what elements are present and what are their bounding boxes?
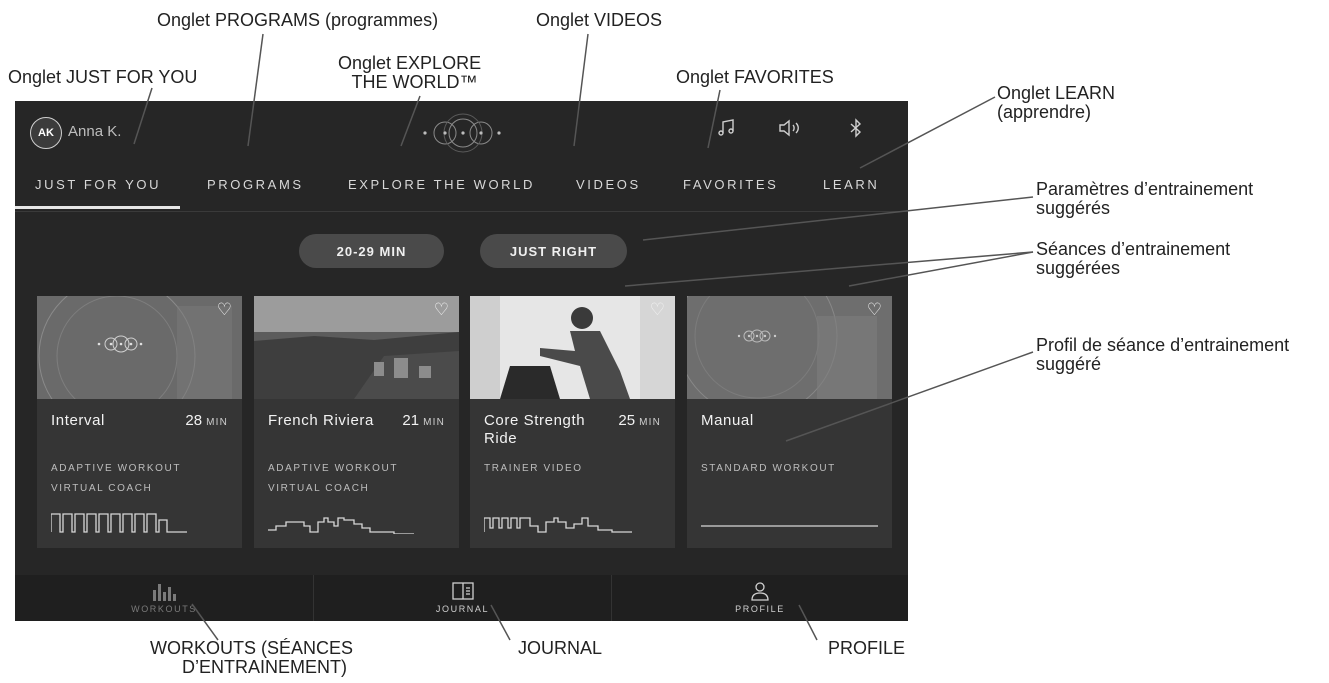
card-image — [470, 296, 675, 399]
workouts-bars-icon — [153, 584, 176, 601]
profile-person-icon — [751, 582, 769, 601]
favorite-heart-icon[interactable]: ♡ — [866, 300, 882, 319]
card-duration: 21 MIN — [402, 412, 445, 429]
top-bar: AK Anna K. — [15, 101, 908, 171]
card-duration-unit: MIN — [639, 417, 661, 428]
tab-bar: JUST FOR YOU PROGRAMS EXPLORE THE WORLD … — [15, 171, 908, 212]
card-duration-unit: MIN — [206, 417, 228, 428]
nav-journal[interactable]: JOURNAL — [314, 575, 611, 621]
tab-learn[interactable]: LEARN — [823, 177, 880, 192]
callout-workouts: WORKOUTS (SÉANCES D’ENTRAINEMENT) — [150, 639, 353, 677]
card-meta-line1: TRAINER VIDEO — [484, 463, 583, 474]
brand-logo-icon — [423, 113, 501, 153]
card-title: Manual — [701, 412, 754, 429]
nav-profile[interactable]: PROFILE — [612, 575, 908, 621]
nav-separator — [611, 575, 612, 621]
callout-explore: Onglet EXPLORE THE WORLD™ — [338, 54, 481, 92]
duration-filter-button[interactable]: 20-29 MIN — [299, 234, 444, 268]
tab-favorites[interactable]: FAVORITES — [683, 177, 779, 192]
callout-learn: Onglet LEARN (apprendre) — [997, 84, 1115, 122]
bluetooth-icon[interactable] — [848, 118, 864, 144]
callout-sessions: Séances d’entrainement suggérées — [1036, 240, 1230, 278]
workout-card-french-riviera[interactable]: ♡ French Riviera 21 MIN ADAPTIVE WORKOUT… — [254, 296, 459, 548]
tab-just-for-you[interactable]: JUST FOR YOU — [35, 177, 162, 192]
card-meta: ADAPTIVE WORKOUT VIRTUAL COACH — [51, 459, 181, 499]
callout-explore-line1: Onglet EXPLORE — [338, 53, 482, 73]
card-duration-value: 21 — [402, 412, 420, 429]
workout-profile-chart — [484, 517, 632, 533]
callout-just-for-you: Onglet JUST FOR YOU — [8, 67, 198, 87]
callout-profile-line2: suggéré — [1036, 354, 1102, 374]
callout-workouts-line2: D’ENTRAINEMENT) — [182, 657, 348, 677]
callout-sessions-line1: Séances d’entrainement — [1036, 239, 1231, 259]
workout-card-interval[interactable]: ♡ Interval 28 MIN ADAPTIVE WORKOUT VIRTU… — [37, 296, 242, 548]
nav-journal-label: JOURNAL — [435, 604, 490, 614]
tab-explore-the-world[interactable]: EXPLORE THE WORLD — [348, 177, 535, 192]
callout-profile-chart: Profil de séance d’entrainement suggéré — [1036, 336, 1289, 374]
nav-workouts[interactable]: WORKOUTS — [15, 575, 313, 621]
intensity-filter-button[interactable]: JUST RIGHT — [480, 234, 627, 268]
music-icon[interactable] — [717, 118, 737, 144]
card-meta-line1: ADAPTIVE WORKOUT — [268, 463, 399, 474]
callout-params: Paramètres d’entrainement suggérés — [1036, 180, 1253, 218]
card-title: Core Strength Ride — [484, 412, 586, 447]
callout-journal: JOURNAL — [518, 638, 603, 658]
callout-sessions-line2: suggérées — [1036, 258, 1121, 278]
callout-videos: Onglet VIDEOS — [536, 10, 663, 30]
card-image — [687, 296, 892, 399]
card-meta: TRAINER VIDEO — [484, 459, 583, 479]
nav-workouts-label: WORKOUTS — [131, 604, 197, 614]
tab-programs[interactable]: PROGRAMS — [207, 177, 304, 192]
card-meta-line2: VIRTUAL COACH — [268, 483, 370, 494]
nav-separator — [313, 575, 314, 621]
favorite-heart-icon[interactable]: ♡ — [433, 300, 449, 319]
callout-programs: Onglet PROGRAMS (programmes) — [157, 10, 439, 30]
callout-favorites: Onglet FAVORITES — [676, 67, 834, 87]
journal-icon — [451, 582, 474, 600]
avatar[interactable]: AK — [30, 117, 62, 149]
card-title: French Riviera — [268, 412, 374, 429]
favorite-heart-icon[interactable]: ♡ — [649, 300, 665, 319]
bottom-nav: WORKOUTS JOURNAL PROFILE — [15, 575, 908, 621]
card-meta-line1: STANDARD WORKOUT — [701, 463, 836, 474]
card-meta-line2: VIRTUAL COACH — [51, 483, 153, 494]
workout-profile-chart — [268, 517, 414, 534]
volume-icon[interactable] — [778, 118, 808, 144]
callout-params-line1: Paramètres d’entrainement — [1036, 179, 1254, 199]
device-screen: AK Anna K. JUST FOR YOU PROGRAMS E — [15, 101, 908, 621]
card-meta-line1: ADAPTIVE WORKOUT — [51, 463, 182, 474]
callout-workouts-line1: WORKOUTS (SÉANCES — [150, 638, 354, 658]
favorite-heart-icon[interactable]: ♡ — [216, 300, 232, 319]
card-meta: ADAPTIVE WORKOUT VIRTUAL COACH — [268, 459, 398, 499]
active-tab-indicator — [15, 206, 180, 209]
tab-videos[interactable]: VIDEOS — [576, 177, 641, 192]
card-meta: STANDARD WORKOUT — [701, 459, 836, 479]
workout-card-manual[interactable]: ♡ Manual STANDARD WORKOUT — [687, 296, 892, 548]
workout-profile-chart — [51, 513, 187, 533]
callout-profile: PROFILE — [828, 638, 906, 658]
callout-learn-line2: (apprendre) — [997, 102, 1092, 122]
callout-explore-line2: THE WORLD™ — [351, 72, 478, 92]
card-duration: 25 MIN — [618, 412, 661, 429]
nav-profile-label: PROFILE — [735, 604, 785, 614]
card-title: Interval — [51, 412, 105, 429]
card-duration-value: 28 — [185, 412, 203, 429]
workout-card-core-strength-ride[interactable]: ♡ Core Strength Ride 25 MIN TRAINER VIDE… — [470, 296, 675, 548]
user-name: Anna K. — [68, 123, 122, 140]
card-image — [254, 296, 459, 399]
card-image — [37, 296, 242, 399]
workout-profile-chart — [701, 525, 878, 527]
card-duration-value: 25 — [618, 412, 636, 429]
card-duration: 28 MIN — [185, 412, 228, 429]
card-duration-unit: MIN — [423, 417, 445, 428]
callout-profile-line1: Profil de séance d’entrainement — [1036, 335, 1290, 355]
callout-params-line2: suggérés — [1036, 198, 1111, 218]
callout-learn-line1: Onglet LEARN — [997, 83, 1116, 103]
